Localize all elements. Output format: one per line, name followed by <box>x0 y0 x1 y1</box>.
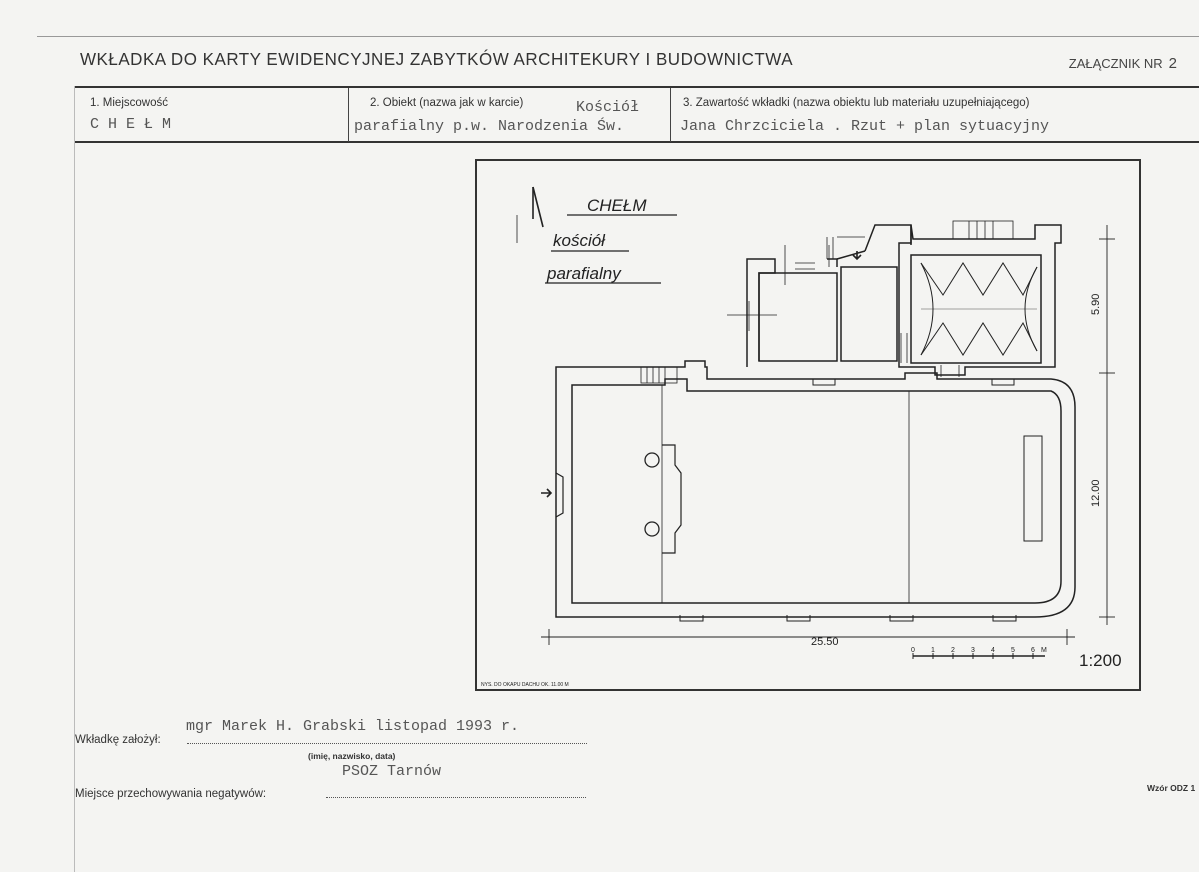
storage-value: PSOZ Tarnów <box>342 763 442 780</box>
tower-walls <box>898 224 1062 376</box>
scale-tick-label: M <box>1041 647 1047 654</box>
scale-tick-label: 1 <box>931 647 935 654</box>
scale-tick-label: 5 <box>1011 647 1015 654</box>
vault-pattern <box>920 262 1038 356</box>
scale-tick-label: 6 <box>1031 647 1035 654</box>
nave-walls <box>555 360 1076 618</box>
pillar <box>644 452 660 468</box>
storage-label: Miejsce przechowywania negatywów: <box>75 788 267 800</box>
drawing-frame <box>475 159 1141 691</box>
content-label: 3. Zawartość wkładki (nazwa obiektu lub … <box>683 97 1030 109</box>
annex-label: ZAŁĄCZNIK NR 2 <box>1069 55 1177 72</box>
dimension-lines <box>541 225 1115 645</box>
drawing-title-2: kościół <box>553 231 606 250</box>
field-divider-1 <box>348 88 349 142</box>
scale-bar: 0 1 2 3 4 5 6 M <box>911 647 1047 659</box>
content-value: Jana Chrzciciela . Rzut + plan sytuacyjn… <box>680 118 1050 135</box>
staircase <box>640 366 678 384</box>
drawing-note: NYS. DO OKAPU DACHU OK. 11.00 M <box>481 682 569 688</box>
locality-label: 1. Miejscowość <box>90 97 168 109</box>
drawing-scale: 1:200 <box>1079 651 1122 670</box>
sacristy-walls <box>746 224 912 367</box>
fields-bottom-rule <box>74 141 1199 143</box>
object-value-2: parafialny p.w. Narodzenia Św. <box>354 118 625 135</box>
dimension-tower: 5.90 <box>1090 294 1102 315</box>
west-entrance <box>541 472 564 518</box>
scale-tick-label: 4 <box>991 647 995 654</box>
locality-value: C H E Ł M <box>90 116 172 133</box>
created-by-value: mgr Marek H. Grabski listopad 1993 r. <box>186 718 520 735</box>
scale-tick-label: 3 <box>971 647 975 654</box>
header-top-rule <box>37 36 1199 37</box>
form-code: Wzór ODZ 1 <box>1147 783 1196 793</box>
pillar <box>644 521 660 537</box>
drawing-title-1: CHEŁM <box>587 196 647 215</box>
created-by-dotted-line <box>187 742 587 744</box>
created-by-caption: (imię, nazwisko, data) <box>308 751 396 761</box>
dimension-height: 12.00 <box>1090 479 1102 507</box>
north-arrow-icon <box>516 186 544 243</box>
left-margin-line <box>74 86 75 872</box>
scale-tick-label: 0 <box>911 647 915 654</box>
altar <box>1023 435 1043 542</box>
floor-plan-drawing: CHEŁM kościół parafialny <box>475 159 1141 691</box>
object-label: 2. Obiekt (nazwa jak w karcie) <box>370 97 524 109</box>
field-divider-2 <box>670 88 671 142</box>
form-title: WKŁADKA DO KARTY EWIDENCYJNEJ ZABYTKÓW A… <box>80 49 794 70</box>
annex-label-text: ZAŁĄCZNIK NR <box>1068 56 1163 71</box>
created-by-label: Wkładkę założył: <box>75 734 161 746</box>
scale-tick-label: 2 <box>951 647 955 654</box>
annex-number: 2 <box>1168 55 1177 72</box>
object-value-1: Kościół <box>576 99 640 116</box>
drawing-title-3: parafialny <box>546 264 622 283</box>
tower-staircase <box>952 220 1014 240</box>
header-rule <box>74 86 1199 88</box>
dimension-width: 25.50 <box>811 636 839 648</box>
storage-dotted-line <box>326 796 586 798</box>
